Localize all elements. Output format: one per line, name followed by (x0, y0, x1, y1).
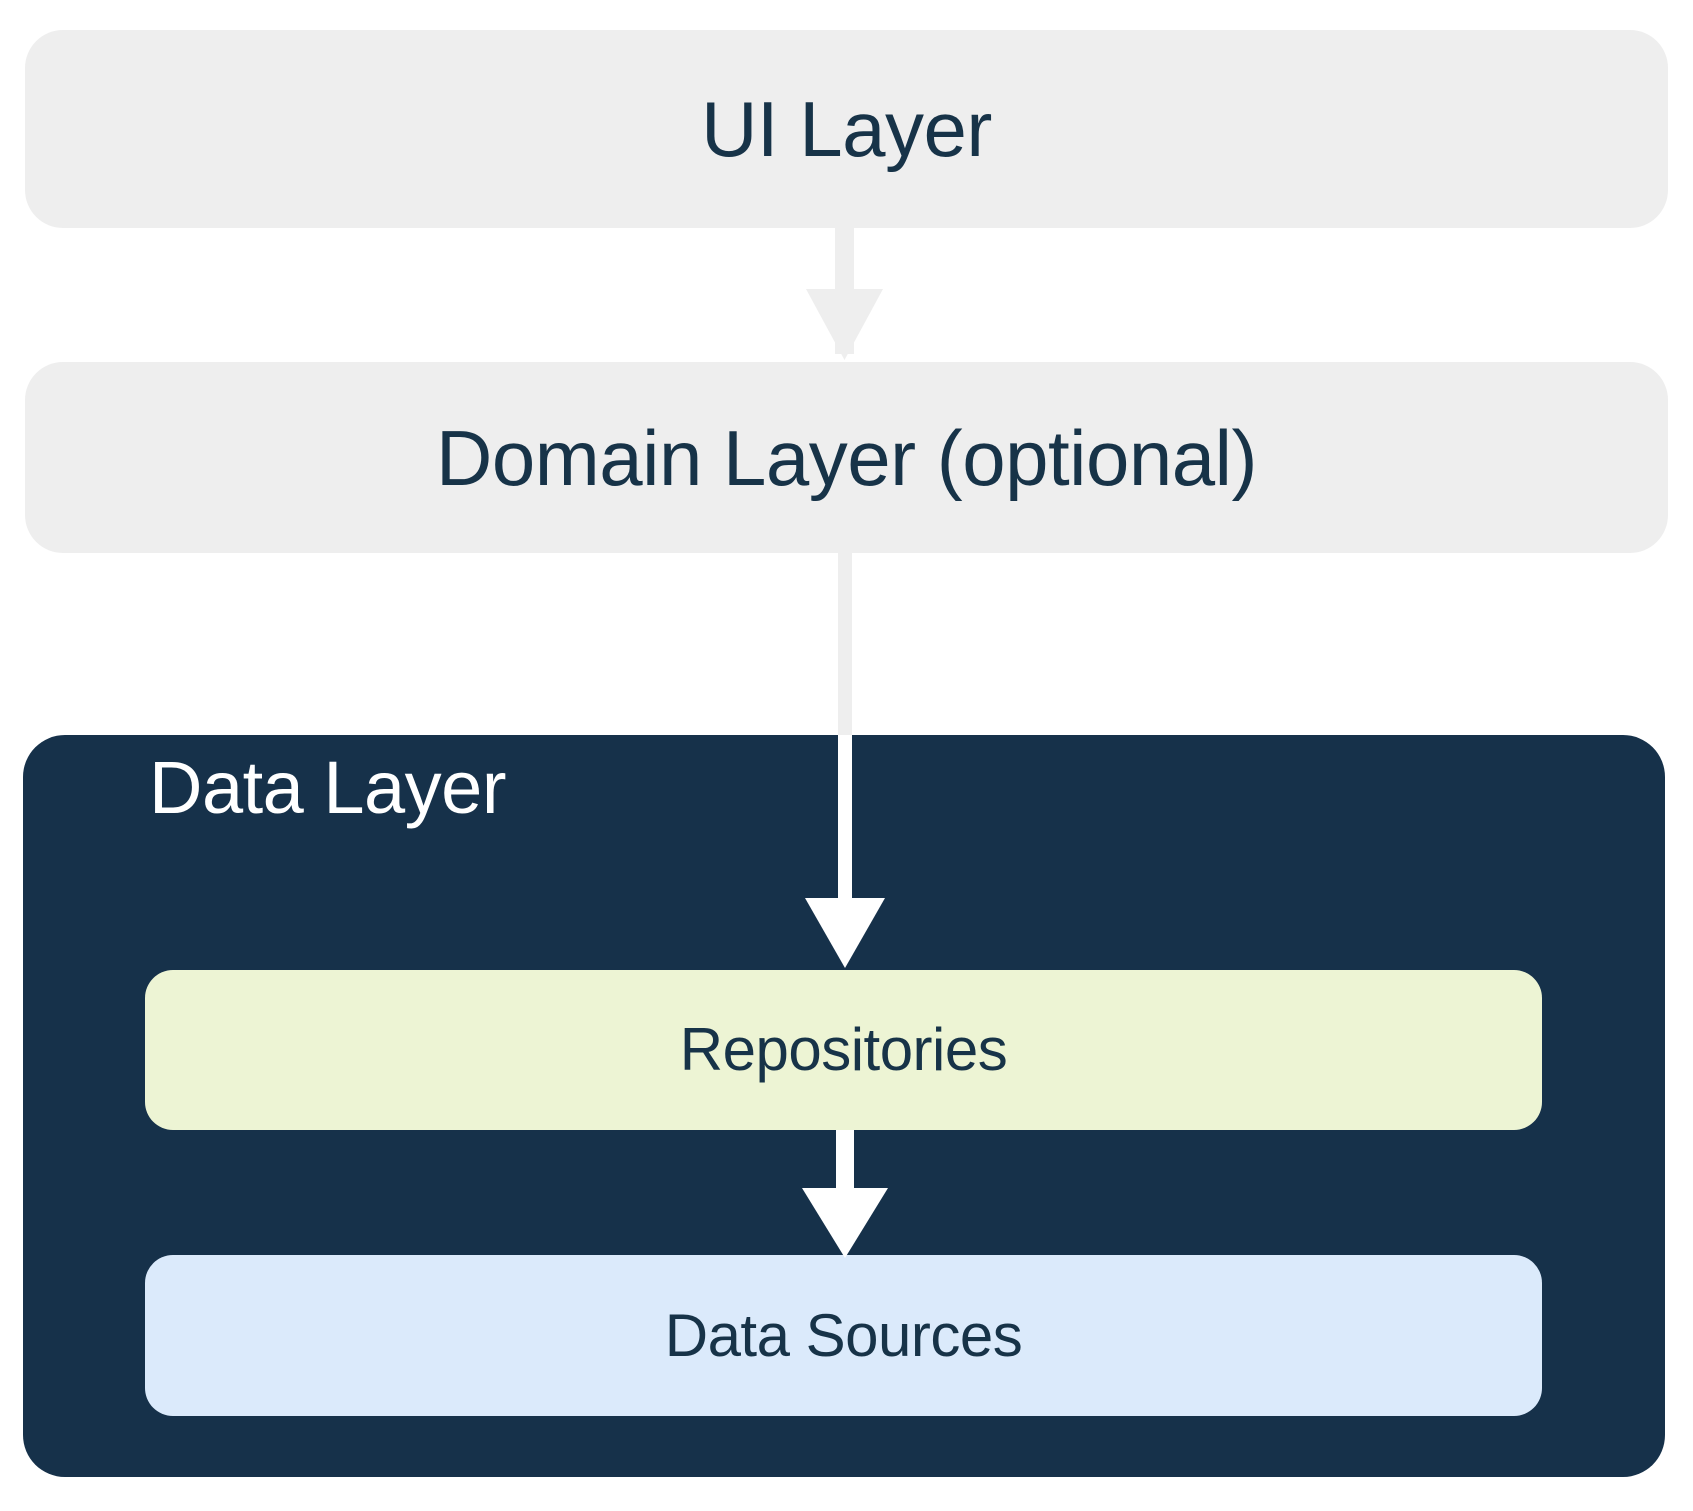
data-sources-label: Data Sources (664, 1301, 1023, 1369)
repositories-label: Repositories (679, 1016, 1008, 1083)
ui-layer-label: UI Layer (701, 85, 992, 173)
domain-layer-node[interactable]: Domain Layer (optional) (25, 362, 1668, 553)
arrow-ui-to-domain (806, 228, 883, 360)
data-sources-node[interactable]: Data Sources (145, 1255, 1542, 1416)
ui-layer-node[interactable]: UI Layer (25, 30, 1668, 228)
domain-layer-label: Domain Layer (optional) (436, 413, 1257, 502)
repositories-node[interactable]: Repositories (145, 970, 1542, 1130)
data-layer-label: Data Layer (149, 746, 506, 829)
